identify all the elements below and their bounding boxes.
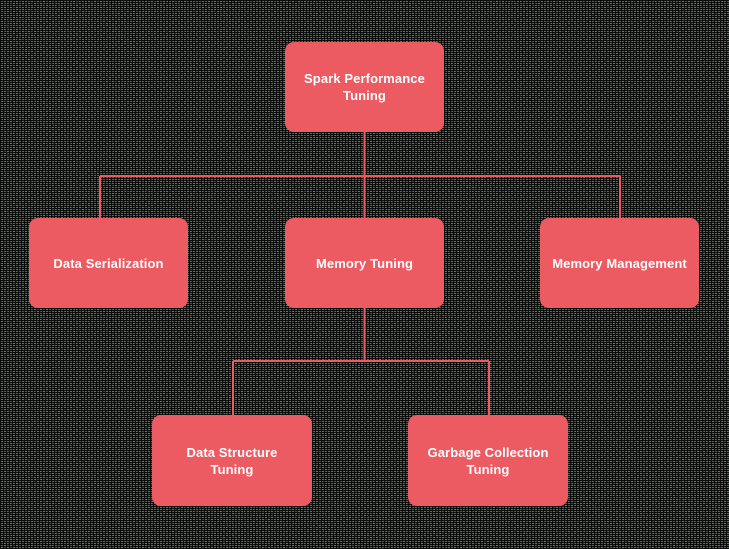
node-label: Memory Tuning [315,255,414,271]
node-label: Spark Performance Tuning [304,71,425,103]
node-data-structure-tuning[interactable]: Data Structure Tuning [152,415,312,506]
node-spark-performance-tuning[interactable]: Spark Performance Tuning [285,42,444,132]
node-label: Garbage Collection Tuning [427,444,549,477]
node-memory-tuning[interactable]: Memory Tuning [285,218,444,308]
node-data-serialization[interactable]: Data Serialization [29,218,188,308]
node-label: Memory Management [552,255,687,271]
node-memory-management[interactable]: Memory Management [540,218,699,308]
node-label: Data Structure Tuning [186,444,278,477]
node-label: Data Serialization [53,255,164,271]
node-garbage-collection-tuning[interactable]: Garbage Collection Tuning [408,415,568,506]
